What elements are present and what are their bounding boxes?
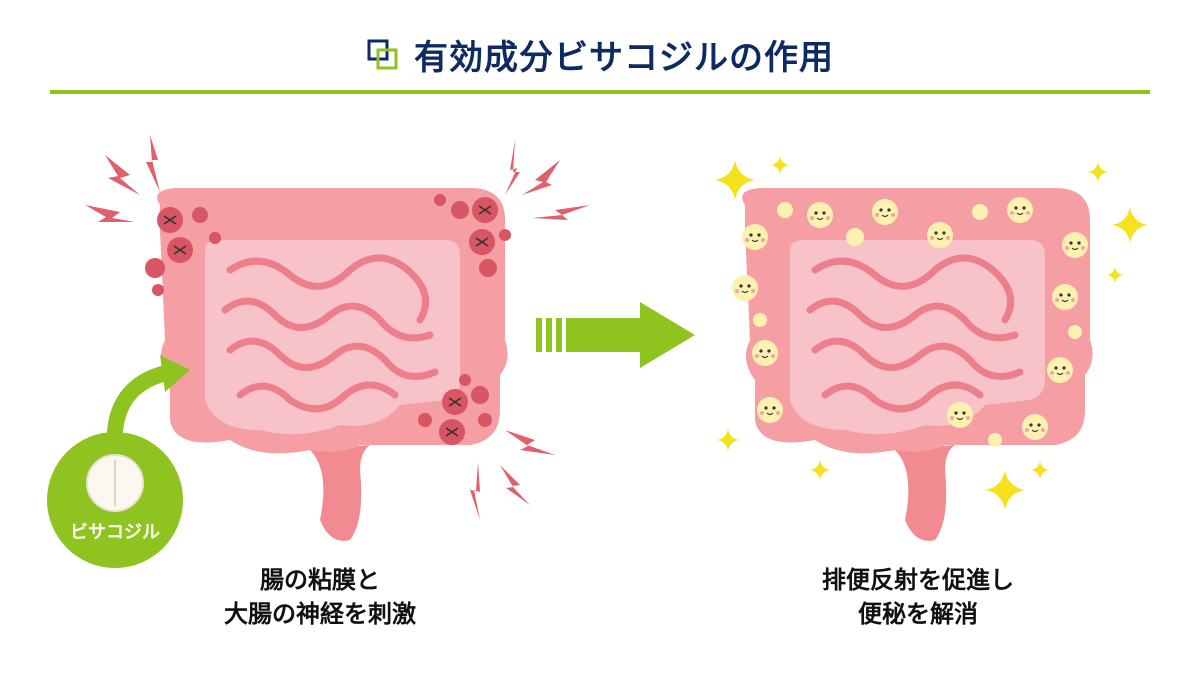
happy-spots [731,196,1089,447]
caption-after-line1: 排便反射を促進し [822,566,1014,594]
intestine-after [731,188,1093,541]
pill-label: ビサコジル [70,522,160,543]
caption-after-line2: 便秘を解消 [858,600,978,628]
pill-badge [47,355,190,568]
lightning-icon [85,135,590,520]
title-area: 有効成分ビサコジルの作用 [0,30,1200,79]
inflamed-spots [145,194,511,446]
caption-after: 排便反射を促進し 便秘を解消 [718,563,1118,631]
pill-icon [86,454,144,512]
intestine-before [85,135,590,541]
green-arrow-icon [536,302,695,368]
page-title: 有効成分ビサコジルの作用 [366,30,834,79]
caption-before-line2: 大腸の神経を刺激 [224,600,416,628]
title-square-icon [366,38,400,72]
caption-before-line1: 腸の粘膜と [260,566,380,594]
caption-before: 腸の粘膜と 大腸の神経を刺激 [120,563,520,631]
page-title-text: 有効成分ビサコジルの作用 [414,38,834,78]
title-rule [50,90,1150,94]
